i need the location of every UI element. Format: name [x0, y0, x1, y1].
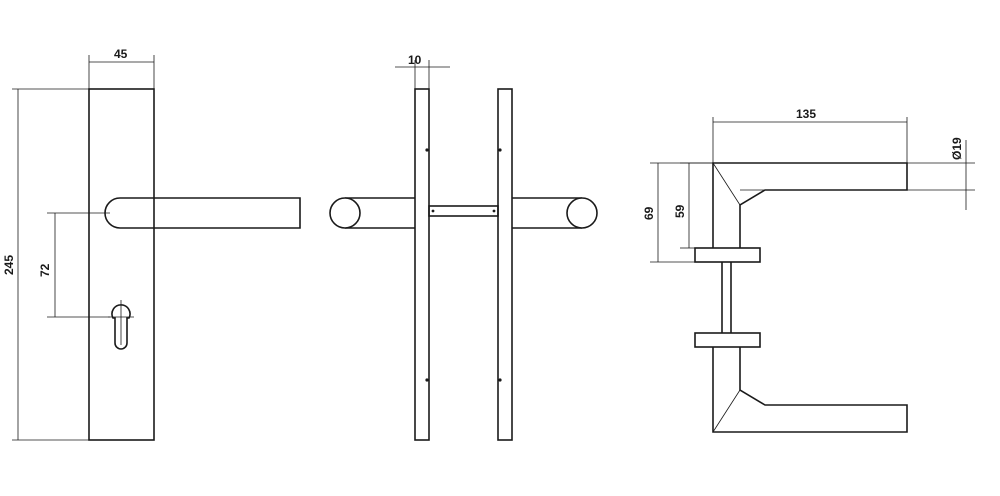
side-plate-right — [497, 88, 513, 441]
side-plate-left — [414, 88, 430, 441]
dim-label-59: 59 — [673, 204, 687, 218]
spindle — [428, 205, 499, 217]
dim-lever-length: 135 — [712, 107, 908, 163]
dim-plate-width: 45 — [88, 47, 155, 89]
dim-label-69: 69 — [642, 206, 656, 220]
dim-label-d19: Ø19 — [950, 137, 964, 160]
dim-lever-diameter: Ø19 — [907, 137, 975, 210]
side-lever-right-end — [566, 197, 598, 229]
dim-height-inner: 59 — [673, 162, 713, 249]
dim-label-72: 72 — [38, 263, 52, 277]
cylinder-keyhole — [111, 304, 131, 350]
side-view: 10 — [329, 53, 598, 441]
side-lever-right — [512, 197, 582, 229]
dim-plate-thickness: 10 — [395, 53, 450, 89]
dim-plate-height: 245 — [2, 88, 89, 441]
side-lever-left-end — [329, 197, 361, 229]
dim-label-245: 245 — [2, 255, 16, 275]
top-view: 135 Ø19 69 59 — [642, 107, 975, 433]
lower-lever — [712, 347, 908, 433]
dim-center-distance: 72 — [38, 212, 110, 318]
upper-rose — [694, 247, 761, 263]
dim-label-10: 10 — [408, 53, 422, 67]
front-lever — [104, 197, 301, 229]
lower-rose — [694, 332, 761, 348]
front-view: 45 245 72 — [2, 47, 301, 441]
upper-lever — [712, 162, 908, 248]
dim-label-135: 135 — [796, 107, 816, 121]
dim-label-45: 45 — [114, 47, 128, 61]
side-lever-left — [345, 197, 415, 229]
front-backplate — [88, 88, 155, 441]
